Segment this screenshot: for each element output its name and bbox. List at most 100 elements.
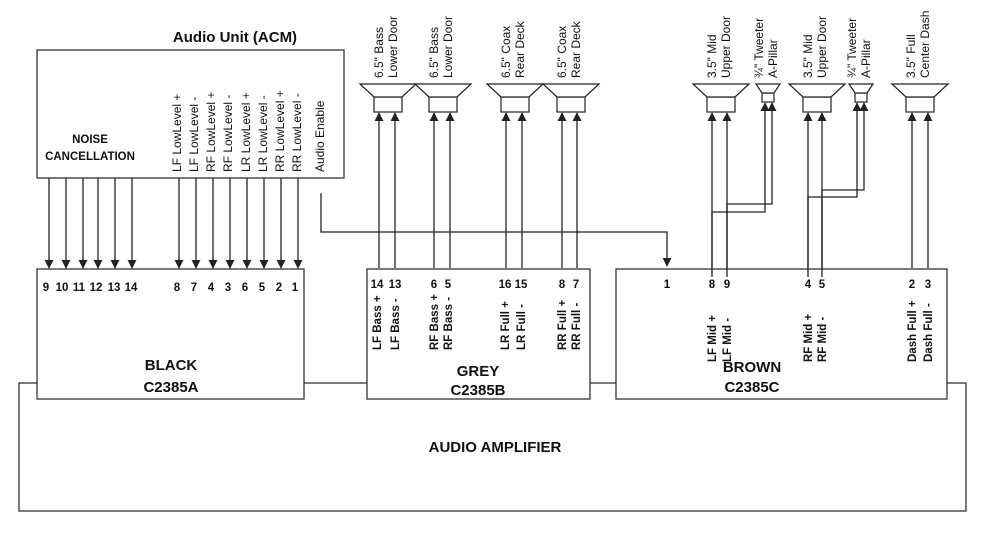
brown-signal-label: RF Mid - (817, 316, 829, 362)
speaker-label-line1: 3.5" Mid (705, 34, 719, 78)
speaker-label-line1: 3.5" Full (904, 34, 918, 78)
speaker-label-line1: ¾" Tweeter (752, 18, 766, 78)
brown-signal-label: Dash Full + (907, 300, 919, 362)
speaker-label-line2: Upper Door (815, 16, 829, 78)
brown-pin-number: 4 (805, 279, 812, 291)
speaker-icon (890, 83, 950, 98)
grey-signal-label: RR Full + (557, 300, 569, 350)
grey-signal-label: RF Bass - (443, 297, 455, 350)
connector-black-box (36, 268, 305, 400)
brown-signal-label: RF Mid + (803, 313, 815, 362)
speaker-label-line2: Lower Door (441, 16, 455, 78)
acm-title: Audio Unit (ACM) (173, 29, 297, 46)
brown-pin-number: 5 (819, 279, 826, 291)
connector-brown-code: C2385C (724, 379, 779, 396)
speaker-label-line1: 6.5" Coax (499, 26, 513, 78)
acm-signal-label: RR LowLevel - (290, 93, 304, 172)
grey-pin-number: 6 (431, 279, 437, 291)
tweeter-icon (754, 83, 782, 94)
speaker-icon-magnet (802, 96, 832, 113)
grey-pin-number: 15 (515, 279, 528, 291)
black-pin-number: 7 (191, 282, 197, 294)
audio-enable-wire (320, 193, 672, 267)
tweeter-icon-magnet (854, 92, 868, 103)
black-pin-number: 10 (56, 282, 69, 294)
brown-pin-number: 9 (724, 279, 730, 291)
connector-black-code: C2385A (143, 379, 198, 396)
acm-signal-label: LF LowLevel - (187, 97, 201, 172)
speaker-icon-magnet (373, 96, 403, 113)
connector-grey-code: C2385B (450, 382, 505, 399)
speaker-label-line2: Center Dash (918, 11, 932, 78)
black-pin-number: 5 (259, 282, 266, 294)
grey-signal-label: LF Bass + (372, 295, 384, 350)
black-pin-number: 12 (90, 282, 103, 294)
connector-brown-box (615, 268, 948, 400)
brown-signal-label: LF Mid - (722, 318, 734, 362)
speaker-label-line1: 6.5" Bass (427, 27, 441, 78)
noise-cancellation-line1: NOISE (72, 134, 108, 146)
speaker-icon-magnet (428, 96, 458, 113)
brown-pin-number: 2 (909, 279, 915, 291)
speaker-label-line2: A-Pillar (859, 39, 873, 78)
acm-box (36, 49, 345, 179)
speaker-icon (691, 83, 751, 98)
audio-amplifier-box (18, 382, 967, 512)
tweeter-icon (847, 83, 875, 94)
acm-signal-label: LR LowLevel - (256, 95, 270, 172)
speaker-label-line2: Rear Deck (513, 20, 527, 78)
audio-amplifier-label: AUDIO AMPLIFIER (429, 439, 562, 456)
brown-pin-number: 3 (925, 279, 931, 291)
black-pin-number: 4 (208, 282, 215, 294)
connector-brown-name: BROWN (723, 359, 781, 376)
grey-signal-label: LR Full + (500, 301, 512, 350)
acm-signal-label: LF LowLevel + (170, 94, 184, 172)
black-pin-number: 6 (242, 282, 248, 294)
black-pin-number: 9 (43, 282, 49, 294)
speaker-label-line1: 3.5" Mid (801, 34, 815, 78)
grey-pin-number: 16 (499, 279, 512, 291)
speaker-icon (485, 83, 545, 98)
speaker-icon-magnet (706, 96, 736, 113)
grey-pin-number: 13 (389, 279, 402, 291)
black-pin-number: 13 (108, 282, 121, 294)
speaker-icon (787, 83, 847, 98)
speaker-label-line2: A-Pillar (766, 39, 780, 78)
speaker-label-line1: 6.5" Coax (555, 26, 569, 78)
grey-signal-label: LF Bass - (390, 298, 402, 350)
connector-black-name: BLACK (145, 357, 198, 374)
lf-tweeter-wire-plus (711, 102, 770, 277)
speaker-icon (358, 83, 418, 98)
brown-signal-label: Dash Full - (923, 303, 935, 362)
speaker-icon-magnet (556, 96, 586, 113)
grey-pin-number: 5 (445, 279, 452, 291)
tweeter-icon-magnet (761, 92, 775, 103)
speaker-icon (541, 83, 601, 98)
brown-signal-label: LF Mid + (707, 315, 719, 362)
brown-pin-number: 1 (664, 279, 671, 291)
connector-grey-name: GREY (457, 363, 500, 380)
black-pin-number: 1 (292, 282, 299, 294)
grey-pin-number: 8 (559, 279, 566, 291)
speaker-label-line2: Rear Deck (569, 20, 583, 78)
grey-pin-number: 7 (573, 279, 579, 291)
acm-signal-label: RF LowLevel + (204, 92, 218, 172)
brown-pin-number: 8 (709, 279, 716, 291)
speaker-icon-magnet (500, 96, 530, 113)
speaker-label-line1: ¾" Tweeter (845, 18, 859, 78)
speaker-label-line1: 6.5" Bass (372, 27, 386, 78)
grey-signal-label: RR Full - (571, 303, 583, 350)
speaker-label-line2: Upper Door (719, 16, 733, 78)
black-pin-number: 11 (73, 282, 86, 294)
acm-signal-label: Audio Enable (313, 100, 327, 172)
speaker-icon-magnet (905, 96, 935, 113)
connector-grey-box (366, 268, 591, 400)
grey-signal-label: LR Full - (516, 304, 528, 350)
speaker-icon (413, 83, 473, 98)
black-pin-number: 2 (276, 282, 282, 294)
speaker-label-line2: Lower Door (386, 16, 400, 78)
black-pin-number: 14 (125, 282, 138, 294)
acm-signal-label: RF LowLevel - (221, 95, 235, 172)
black-pin-number: 8 (174, 282, 181, 294)
